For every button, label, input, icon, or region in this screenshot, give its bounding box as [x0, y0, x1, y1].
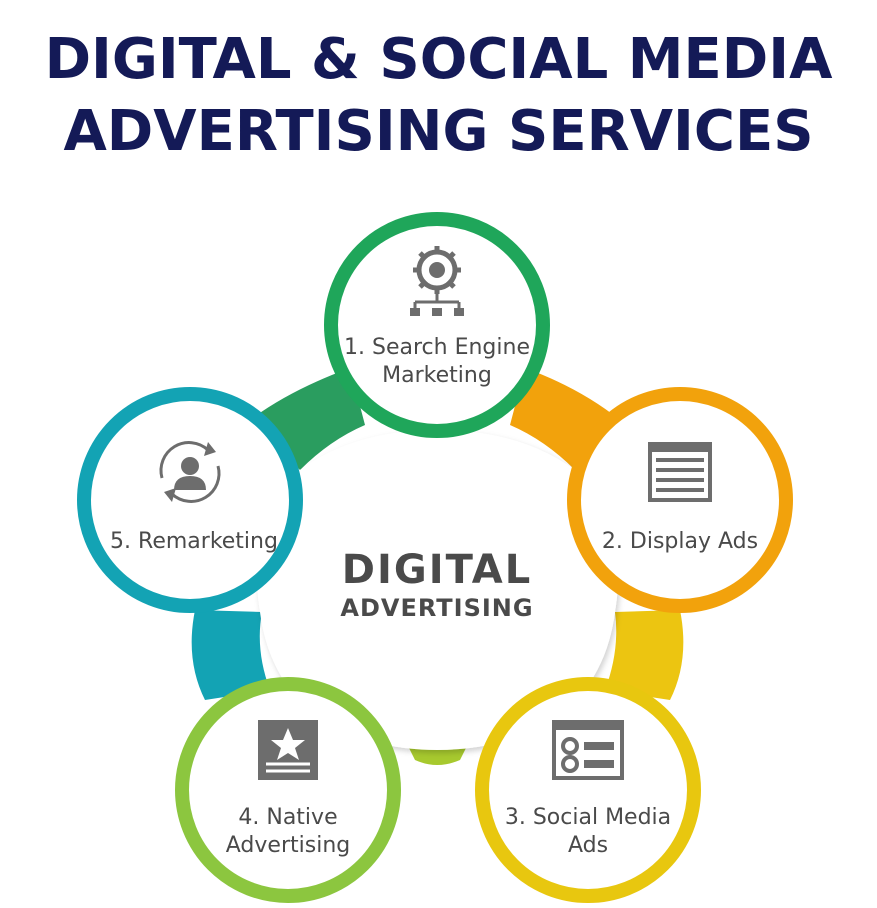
node-display-ads[interactable]: [567, 387, 793, 613]
node-label-social-media-ads: 3. Social Media Ads: [505, 804, 671, 860]
star-document-icon: [258, 720, 318, 780]
node-native-advertising[interactable]: [175, 677, 401, 903]
node-ring-native-advertising: [175, 677, 401, 903]
node-remarketing[interactable]: [77, 387, 303, 613]
node-label-remarketing: 5. Remarketing: [110, 528, 278, 556]
page-title: DIGITAL & SOCIAL MEDIA ADVERTISING SERVI…: [0, 24, 877, 168]
connector-display-to-social: [605, 610, 684, 700]
node-social-media-ads[interactable]: [475, 677, 701, 903]
node-label-line: 5. Remarketing: [110, 529, 278, 554]
node-search-engine-marketing[interactable]: [324, 212, 550, 438]
node-label-display-ads: 2. Display Ads: [602, 528, 758, 556]
hub-subtitle: ADVERTISING: [340, 594, 534, 622]
title-line-1: DIGITAL & SOCIAL MEDIA: [44, 27, 833, 92]
node-label-search-engine-marketing: 1. Search Engine Marketing: [344, 334, 530, 390]
hub-title: DIGITAL: [341, 547, 533, 593]
node-label-native-advertising: 4. Native Advertising: [226, 804, 350, 860]
web-page-icon: [648, 442, 712, 502]
node-label-line: 3. Social Media: [504, 805, 672, 830]
node-label-line: Ads: [567, 833, 609, 858]
center-hub-shape: [256, 430, 619, 750]
center-hub: [256, 430, 619, 750]
node-ring-search-engine-marketing: [324, 212, 550, 438]
node-label-line: Advertising: [225, 833, 351, 858]
social-feed-icon: [552, 720, 624, 780]
title-line-2: ADVERTISING SERVICES: [63, 99, 814, 164]
node-label-line: 2. Display Ads: [601, 529, 759, 554]
user-cycle-icon: [159, 441, 221, 503]
node-label-line: Marketing: [382, 363, 492, 388]
gear-network-icon: [410, 246, 464, 316]
node-label-line: 4. Native: [238, 805, 338, 830]
node-label-line: 1. Search Engine: [344, 335, 530, 360]
node-ring-social-media-ads: [475, 677, 701, 903]
connector-native-to-remarketing: [191, 610, 270, 700]
